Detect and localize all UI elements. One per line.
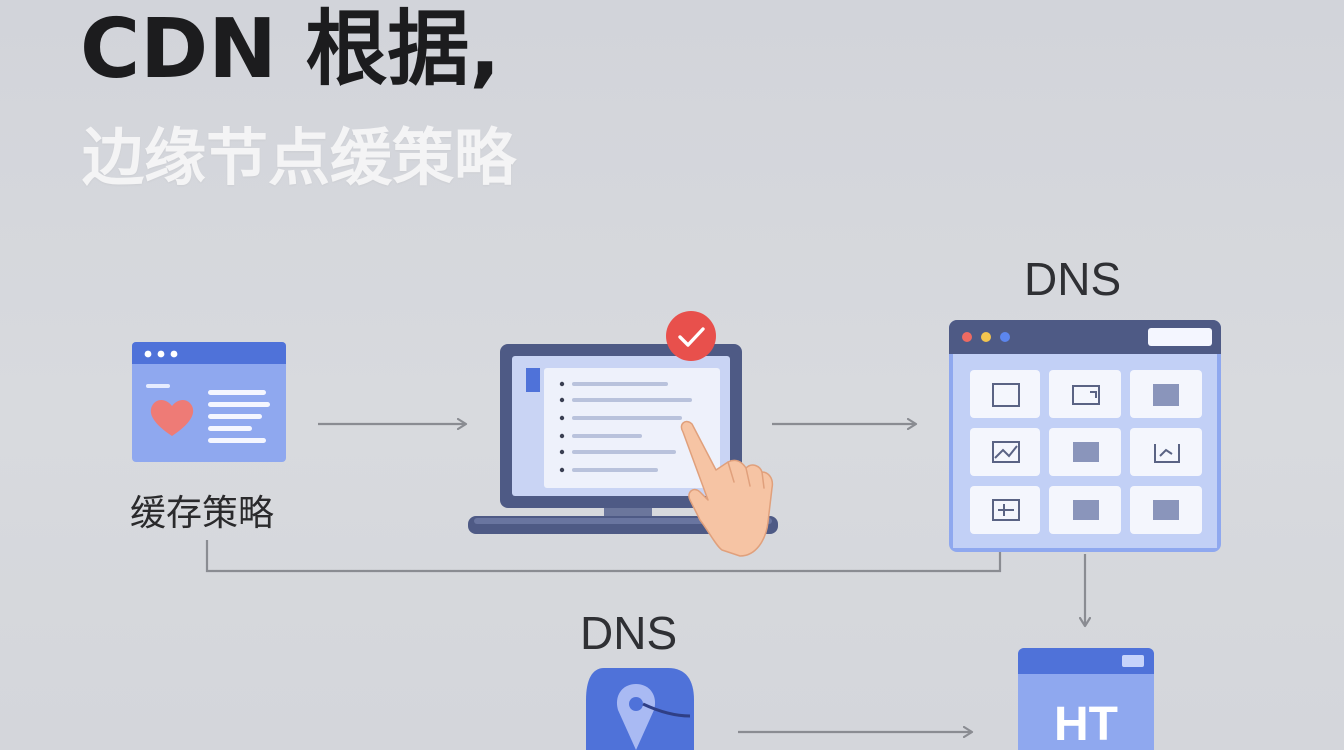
dns-label-top: DNS bbox=[1024, 253, 1122, 305]
dns-grid-window-icon bbox=[949, 320, 1221, 552]
http-window-icon bbox=[1018, 648, 1154, 750]
pointing-hand-icon bbox=[680, 420, 774, 557]
laptop-checklist-icon bbox=[468, 344, 778, 534]
cache-strategy-label: 缓存策略 bbox=[130, 493, 275, 534]
connector-cache-to-dns bbox=[205, 540, 1002, 573]
dns-label-bottom: DNS bbox=[580, 607, 678, 659]
webpage-heart-icon bbox=[132, 342, 286, 462]
sub-title: 边缘节点缓策略 bbox=[82, 121, 517, 194]
main-title: CDN 根据, bbox=[80, 2, 501, 97]
check-badge-icon bbox=[666, 311, 716, 361]
location-pin-icon bbox=[586, 668, 694, 750]
http-window-label: HT bbox=[1054, 698, 1118, 750]
